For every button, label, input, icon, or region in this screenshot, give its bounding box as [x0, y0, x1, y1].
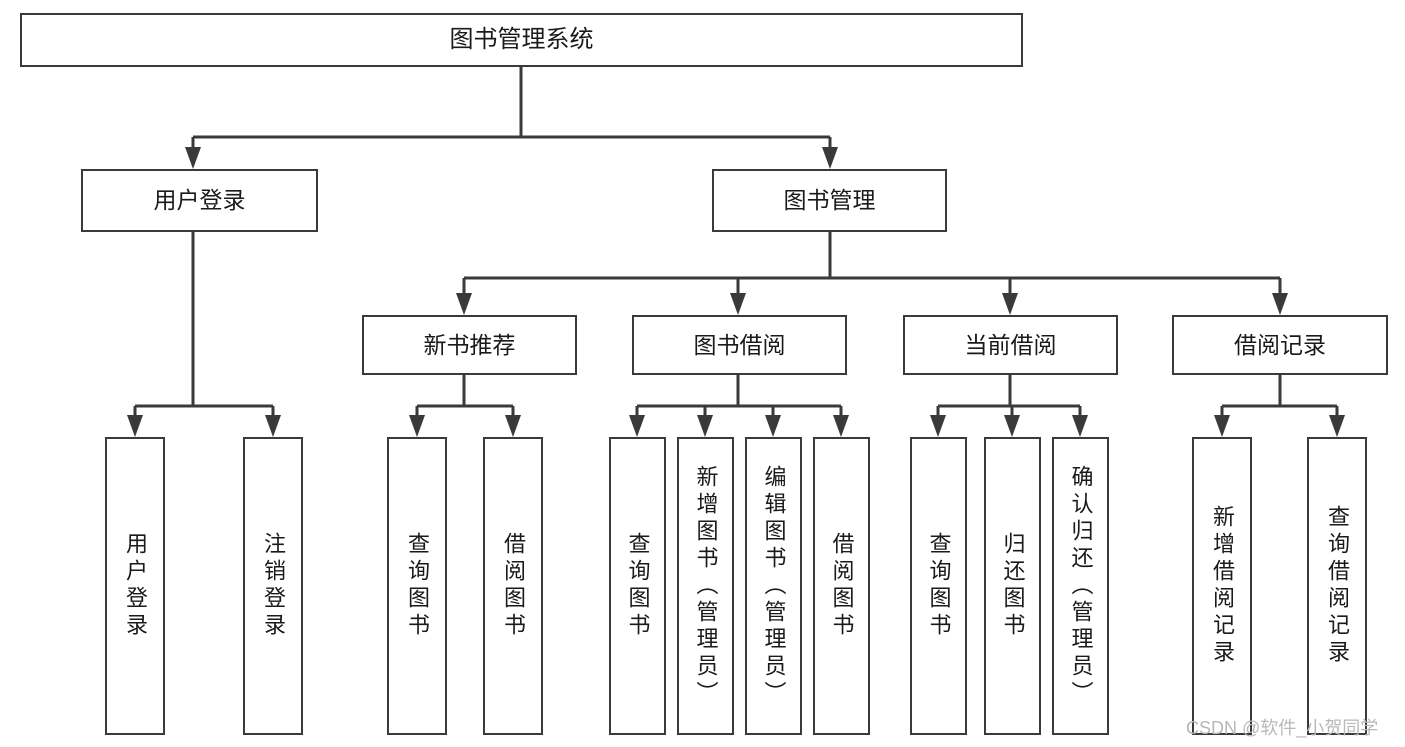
node-box-leaf-borrow-book: 借阅图书 — [813, 437, 870, 735]
node-box-leaf-query-record: 查询借阅记录 — [1307, 437, 1367, 735]
arrow-head-root-to-level1-0 — [185, 147, 201, 169]
node-box-book-borrow: 图书借阅 — [632, 315, 847, 375]
arrow-head-bookborrow-to-leaves-3 — [833, 415, 849, 437]
node-box-leaf-return-book: 归还图书 — [984, 437, 1041, 735]
arrow-head-newbook-to-leaves-1 — [505, 415, 521, 437]
arrow-head-currentborrow-to-leaves-1 — [1004, 415, 1020, 437]
node-label: 借阅图书 — [501, 532, 526, 640]
node-label: 查询借阅记录 — [1325, 505, 1350, 667]
arrow-head-currentborrow-to-leaves-0 — [930, 415, 946, 437]
node-label: 图书管理 — [783, 187, 876, 214]
node-label: 新增图书（管理员） — [693, 464, 719, 708]
arrow-head-userlogin-to-leaves-1 — [265, 415, 281, 437]
arrow-head-bookmanage-to-level2-2 — [1002, 293, 1018, 315]
node-box-root: 图书管理系统 — [20, 13, 1023, 67]
node-label: 注销登录 — [261, 532, 286, 640]
node-box-leaf-add-record: 新增借阅记录 — [1192, 437, 1252, 735]
arrow-head-root-to-level1-1 — [822, 147, 838, 169]
arrow-head-bookmanage-to-level2-1 — [730, 293, 746, 315]
node-box-borrow-record: 借阅记录 — [1172, 315, 1388, 375]
node-box-leaf-query-book-cur: 查询图书 — [910, 437, 967, 735]
node-label: 新书推荐 — [423, 331, 516, 358]
arrow-head-newbook-to-leaves-0 — [409, 415, 425, 437]
node-box-leaf-edit-book: 编辑图书（管理员） — [745, 437, 802, 735]
node-box-leaf-confirm-return: 确认归还（管理员） — [1052, 437, 1109, 735]
node-label: 确认归还（管理员） — [1068, 464, 1094, 708]
node-label: 查询图书 — [625, 532, 651, 640]
node-label: 用户登录 — [123, 532, 148, 640]
arrow-head-bookmanage-to-level2-3 — [1272, 293, 1288, 315]
node-box-leaf-add-book: 新增图书（管理员） — [677, 437, 734, 735]
arrow-head-bookmanage-to-level2-0 — [456, 293, 472, 315]
node-label: 新增借阅记录 — [1210, 505, 1235, 667]
node-box-leaf-query-book-rec: 查询图书 — [387, 437, 447, 735]
arrow-head-bookborrow-to-leaves-1 — [697, 415, 713, 437]
arrow-head-userlogin-to-leaves-0 — [127, 415, 143, 437]
node-label: 图书管理系统 — [449, 26, 594, 54]
arrow-head-borrowrecord-to-leaves-1 — [1329, 415, 1345, 437]
node-label: 归还图书 — [1000, 532, 1026, 640]
node-label: 查询图书 — [926, 532, 952, 640]
node-box-user-login: 用户登录 — [81, 169, 318, 232]
arrow-head-currentborrow-to-leaves-2 — [1072, 415, 1088, 437]
node-label: 图书借阅 — [693, 331, 786, 358]
node-box-current-borrow: 当前借阅 — [903, 315, 1118, 375]
node-label: 借阅记录 — [1234, 331, 1326, 358]
arrow-head-bookborrow-to-leaves-2 — [765, 415, 781, 437]
node-label: 用户登录 — [153, 187, 246, 214]
node-label: 编辑图书（管理员） — [761, 464, 787, 708]
node-label: 查询图书 — [405, 532, 430, 640]
node-box-leaf-logout: 注销登录 — [243, 437, 303, 735]
node-label: 当前借阅 — [964, 331, 1057, 358]
node-label: 借阅图书 — [829, 532, 855, 640]
node-box-leaf-borrow-book-rec: 借阅图书 — [483, 437, 543, 735]
arrow-head-borrowrecord-to-leaves-0 — [1214, 415, 1230, 437]
node-box-leaf-query-book-borrow: 查询图书 — [609, 437, 666, 735]
node-box-leaf-user-login: 用户登录 — [105, 437, 165, 735]
arrow-head-bookborrow-to-leaves-0 — [629, 415, 645, 437]
node-box-new-book-recommend: 新书推荐 — [362, 315, 577, 375]
node-box-book-manage: 图书管理 — [712, 169, 947, 232]
